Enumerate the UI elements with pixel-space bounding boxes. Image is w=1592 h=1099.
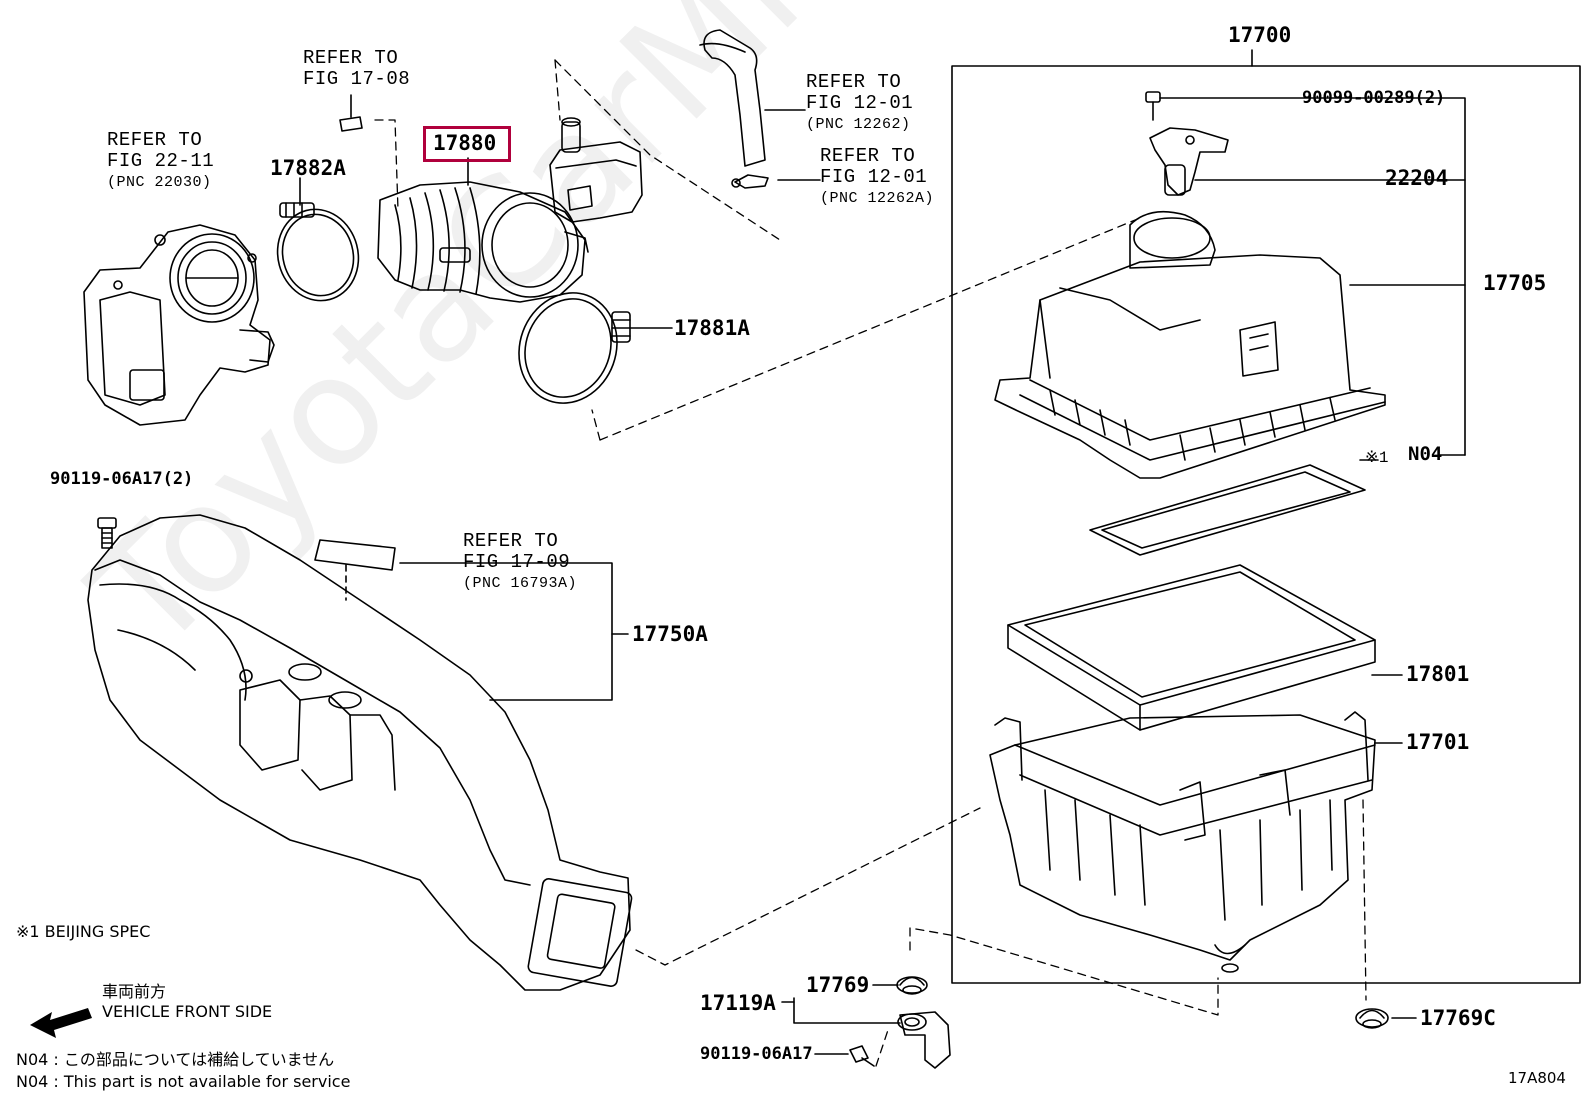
filter-element-17801-drawing [1007, 564, 1376, 731]
vent-hose-drawing [699, 29, 769, 189]
part-highlight-box [423, 126, 511, 162]
clamp-17882A-drawing [276, 202, 360, 302]
beijing-spec-note: ※1 BEIJING SPEC [16, 922, 151, 941]
part-label-17700[interactable]: 17700 [1228, 23, 1292, 47]
part-label-17119A[interactable]: 17119A [700, 991, 776, 1015]
n04-note-jp: N04 : この部品については補給していません [16, 1050, 335, 1069]
part-label-90119-06A17-2[interactable]: 90119-06A17(2) [50, 469, 194, 489]
grommet-17769-drawing [896, 976, 928, 995]
part-label-N04[interactable]: N04 [1408, 443, 1443, 465]
label-refer-fig-12-01-a: REFER TO FIG 12-01 (PNC 12262) [806, 71, 914, 134]
part-label-90119-06A17[interactable]: 90119-06A17 [700, 1044, 813, 1064]
intake-hose-17880-drawing [377, 181, 589, 303]
cleaner-cap-17705-drawing [994, 210, 1386, 479]
throttle-body-drawing [83, 224, 275, 426]
figure-id: 17A804 [1508, 1069, 1566, 1087]
label-refer-fig-22-11: REFER TO FIG 22-11 (PNC 22030) [107, 129, 215, 192]
sensor-22204-drawing [1145, 91, 1229, 196]
gasket-drawing [1089, 464, 1366, 556]
front-arrow-icon [30, 1008, 92, 1038]
label-refer-fig-12-01-b: REFER TO FIG 12-01 (PNC 12262A) [820, 145, 935, 208]
pipe-stub-drawing [339, 94, 363, 132]
part-label-17881A[interactable]: 17881A [674, 316, 750, 340]
assembly-frame-17700 [951, 49, 1581, 984]
bracket-17119A-drawing [897, 1011, 951, 1069]
dashed-lines [374, 59, 1367, 1067]
gasket-spec-mark: ※1 [1365, 449, 1390, 467]
cleaner-case-17701-drawing [989, 711, 1376, 973]
grommet-17769C-drawing [1355, 1008, 1389, 1029]
bolt-bottom-drawing [849, 1045, 875, 1067]
part-label-17880[interactable]: 17880 [433, 131, 497, 155]
leader-lines [299, 97, 1466, 1055]
label-refer-fig-17-09: REFER TO FIG 17-09 (PNC 16793A) [463, 530, 578, 593]
vehicle-front-jp: 車両前方 [102, 982, 167, 1001]
resonator-drawing [549, 117, 643, 223]
bolt-top-drawing [97, 517, 117, 549]
part-label-17801[interactable]: 17801 [1406, 662, 1470, 686]
part-label-17750A[interactable]: 17750A [632, 622, 708, 646]
n04-note-en: N04 : This part is not available for ser… [16, 1072, 351, 1091]
clamp-17881A-drawing [518, 292, 631, 404]
inlet-duct-17750A-drawing [87, 514, 633, 991]
part-label-17705[interactable]: 17705 [1483, 271, 1547, 295]
label-refer-fig-17-08: REFER TO FIG 17-08 [303, 47, 411, 90]
part-label-17882A[interactable]: 17882A [270, 156, 346, 180]
part-label-17769C[interactable]: 17769C [1420, 1006, 1496, 1030]
part-label-17769[interactable]: 17769 [806, 973, 870, 997]
part-label-22204[interactable]: 22204 [1385, 166, 1449, 190]
part-label-17701[interactable]: 17701 [1406, 730, 1470, 754]
vehicle-front-en: VEHICLE FRONT SIDE [102, 1002, 273, 1021]
part-label-90099-00289[interactable]: 90099-00289(2) [1302, 88, 1446, 108]
